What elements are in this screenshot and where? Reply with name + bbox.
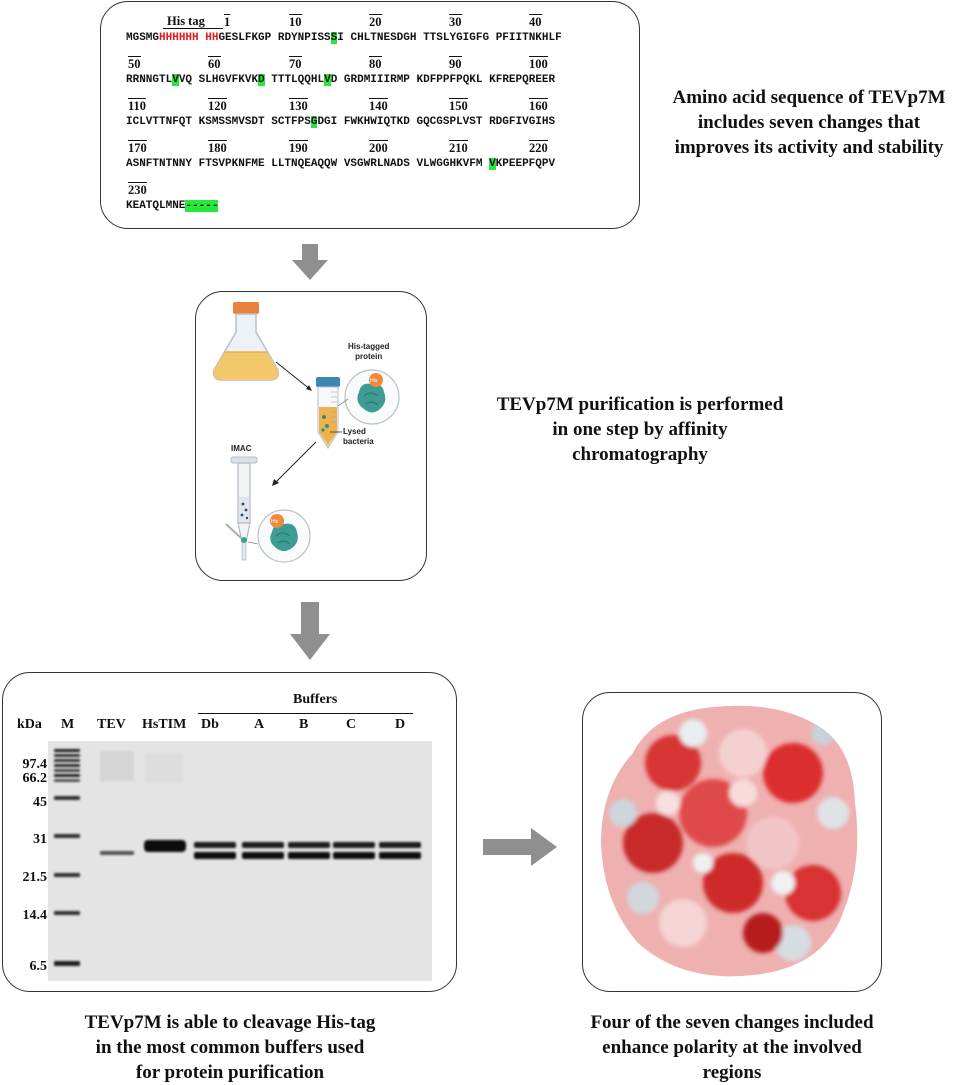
pos-230: 230 — [128, 182, 147, 197]
pos-110: 110 — [128, 98, 147, 113]
purification-panel: His His His-tagged prote — [195, 291, 427, 581]
his-tag-label: His tag — [167, 14, 205, 28]
pos-1: 1 — [224, 14, 231, 29]
label-line: bacteria — [343, 437, 374, 446]
marker-6-5: 6.5 — [29, 959, 48, 974]
protein-bubble — [247, 509, 311, 563]
gel-caption: TEVp7M is able to cleavage His-tag in th… — [20, 1010, 440, 1085]
pos-50: 50 — [128, 56, 141, 71]
sequence-panel: His tag 1 10 20 30 40 MGSMGHHHHHH HHGESL… — [100, 1, 640, 229]
pos-200: 200 — [369, 140, 388, 155]
lane-label-Db: Db — [201, 717, 219, 732]
label-line: Lysed — [343, 427, 366, 436]
lane-label-C: C — [346, 717, 357, 732]
buffers-bar — [198, 713, 413, 714]
his-tag-bar — [163, 28, 223, 29]
label-line: His-tagged — [348, 342, 390, 351]
protein-bubble — [344, 369, 400, 425]
pos-90: 90 — [449, 56, 462, 71]
pos-130: 130 — [289, 98, 308, 113]
protein-surface-image — [601, 705, 858, 977]
marker-66-2: 66.2 — [22, 771, 48, 786]
sequence-row-2: RRNNGTLVVQ SLHGVFKVKD TTTLQQHLVD GRDMIII… — [126, 74, 556, 86]
tube-icon — [316, 377, 340, 449]
lane-label-B: B — [299, 717, 309, 732]
lane-label-HsTIM: HsTIM — [142, 717, 187, 732]
flask-icon — [212, 302, 280, 381]
pos-100: 100 — [529, 56, 548, 71]
marker-45: 45 — [33, 795, 47, 810]
kda-label: kDa — [17, 717, 42, 732]
caption-line: for protein purification — [135, 1062, 325, 1083]
pos-220: 220 — [529, 140, 548, 155]
pos-60: 60 — [208, 56, 221, 71]
caption-line: in one step by affinity — [552, 419, 728, 440]
caption-line: TEVp7M is able to cleavage His-tag — [84, 1012, 376, 1033]
his-tagged-label: His-tagged protein — [348, 342, 389, 362]
sequence-row-3: ICLVTTNFQT KSMSSMVSDT SCTFPSGDGI FWKHWIQ… — [126, 116, 556, 128]
caption-line: in the most common buffers used — [95, 1037, 365, 1058]
pos-180: 180 — [208, 140, 227, 155]
caption-line: TEVp7M purification is performed — [496, 394, 784, 415]
right-arrow-icon — [483, 828, 557, 866]
imac-label: IMAC — [231, 444, 252, 453]
caption-line: includes seven changes that — [697, 112, 921, 133]
label-line: protein — [355, 352, 383, 361]
structure-caption: Four of the seven changes included enhan… — [522, 1010, 942, 1085]
sequence-row-1: MGSMGHHHHHH HHGESLFKGP RDYNPISSSI CHLTNE… — [126, 32, 562, 44]
pos-40: 40 — [529, 14, 542, 29]
pos-170: 170 — [128, 140, 147, 155]
his-badge: His — [271, 519, 279, 525]
pos-190: 190 — [289, 140, 308, 155]
down-arrow-icon — [290, 602, 330, 660]
lane-label-M: M — [61, 717, 75, 732]
lane-label-D: D — [395, 717, 406, 732]
column-icon — [225, 456, 258, 561]
pos-30: 30 — [449, 14, 462, 29]
pos-80: 80 — [369, 56, 382, 71]
down-arrow-icon — [292, 244, 328, 280]
lane-label-TEV: TEV — [97, 717, 126, 732]
sequence-caption: Amino acid sequence of TEVp7M includes s… — [650, 85, 968, 160]
caption-line: regions — [702, 1062, 762, 1083]
sequence-row-4: ASNFTNTNNY FTSVPKNFME LLTNQEAQQW VSGWRLN… — [126, 158, 556, 170]
gel-panel: Buffers kDa M TEV HsTIM Db A B C D 97.4 … — [2, 672, 457, 992]
pos-10: 10 — [289, 14, 302, 29]
marker-97-4: 97.4 — [22, 757, 48, 772]
lysed-label: Lysed bacteria — [343, 427, 374, 447]
pos-70: 70 — [289, 56, 302, 71]
pos-120: 120 — [208, 98, 227, 113]
pos-210: 210 — [449, 140, 468, 155]
pos-160: 160 — [529, 98, 548, 113]
pos-150: 150 — [449, 98, 468, 113]
caption-line: Amino acid sequence of TEVp7M — [672, 87, 946, 108]
marker-14-4: 14.4 — [22, 908, 48, 923]
caption-line: improves its activity and stability — [674, 137, 944, 158]
caption-line: Four of the seven changes included — [590, 1012, 874, 1033]
structure-panel — [582, 692, 882, 992]
gel-image — [48, 741, 432, 981]
pos-20: 20 — [369, 14, 382, 29]
caption-line: enhance polarity at the involved — [602, 1037, 862, 1058]
marker-21-5: 21.5 — [22, 870, 48, 885]
caption-line: chromatography — [572, 444, 708, 465]
lane-label-A: A — [254, 717, 265, 732]
his-badge: His — [370, 378, 378, 384]
purification-illustration: His His — [212, 302, 400, 563]
pos-140: 140 — [369, 98, 388, 113]
gel-buffers-label: Buffers — [293, 692, 338, 707]
marker-31: 31 — [33, 832, 47, 847]
purification-caption: TEVp7M purification is performed in one … — [440, 392, 840, 467]
sequence-row-5: KEATQLMNE----- — [126, 200, 219, 212]
